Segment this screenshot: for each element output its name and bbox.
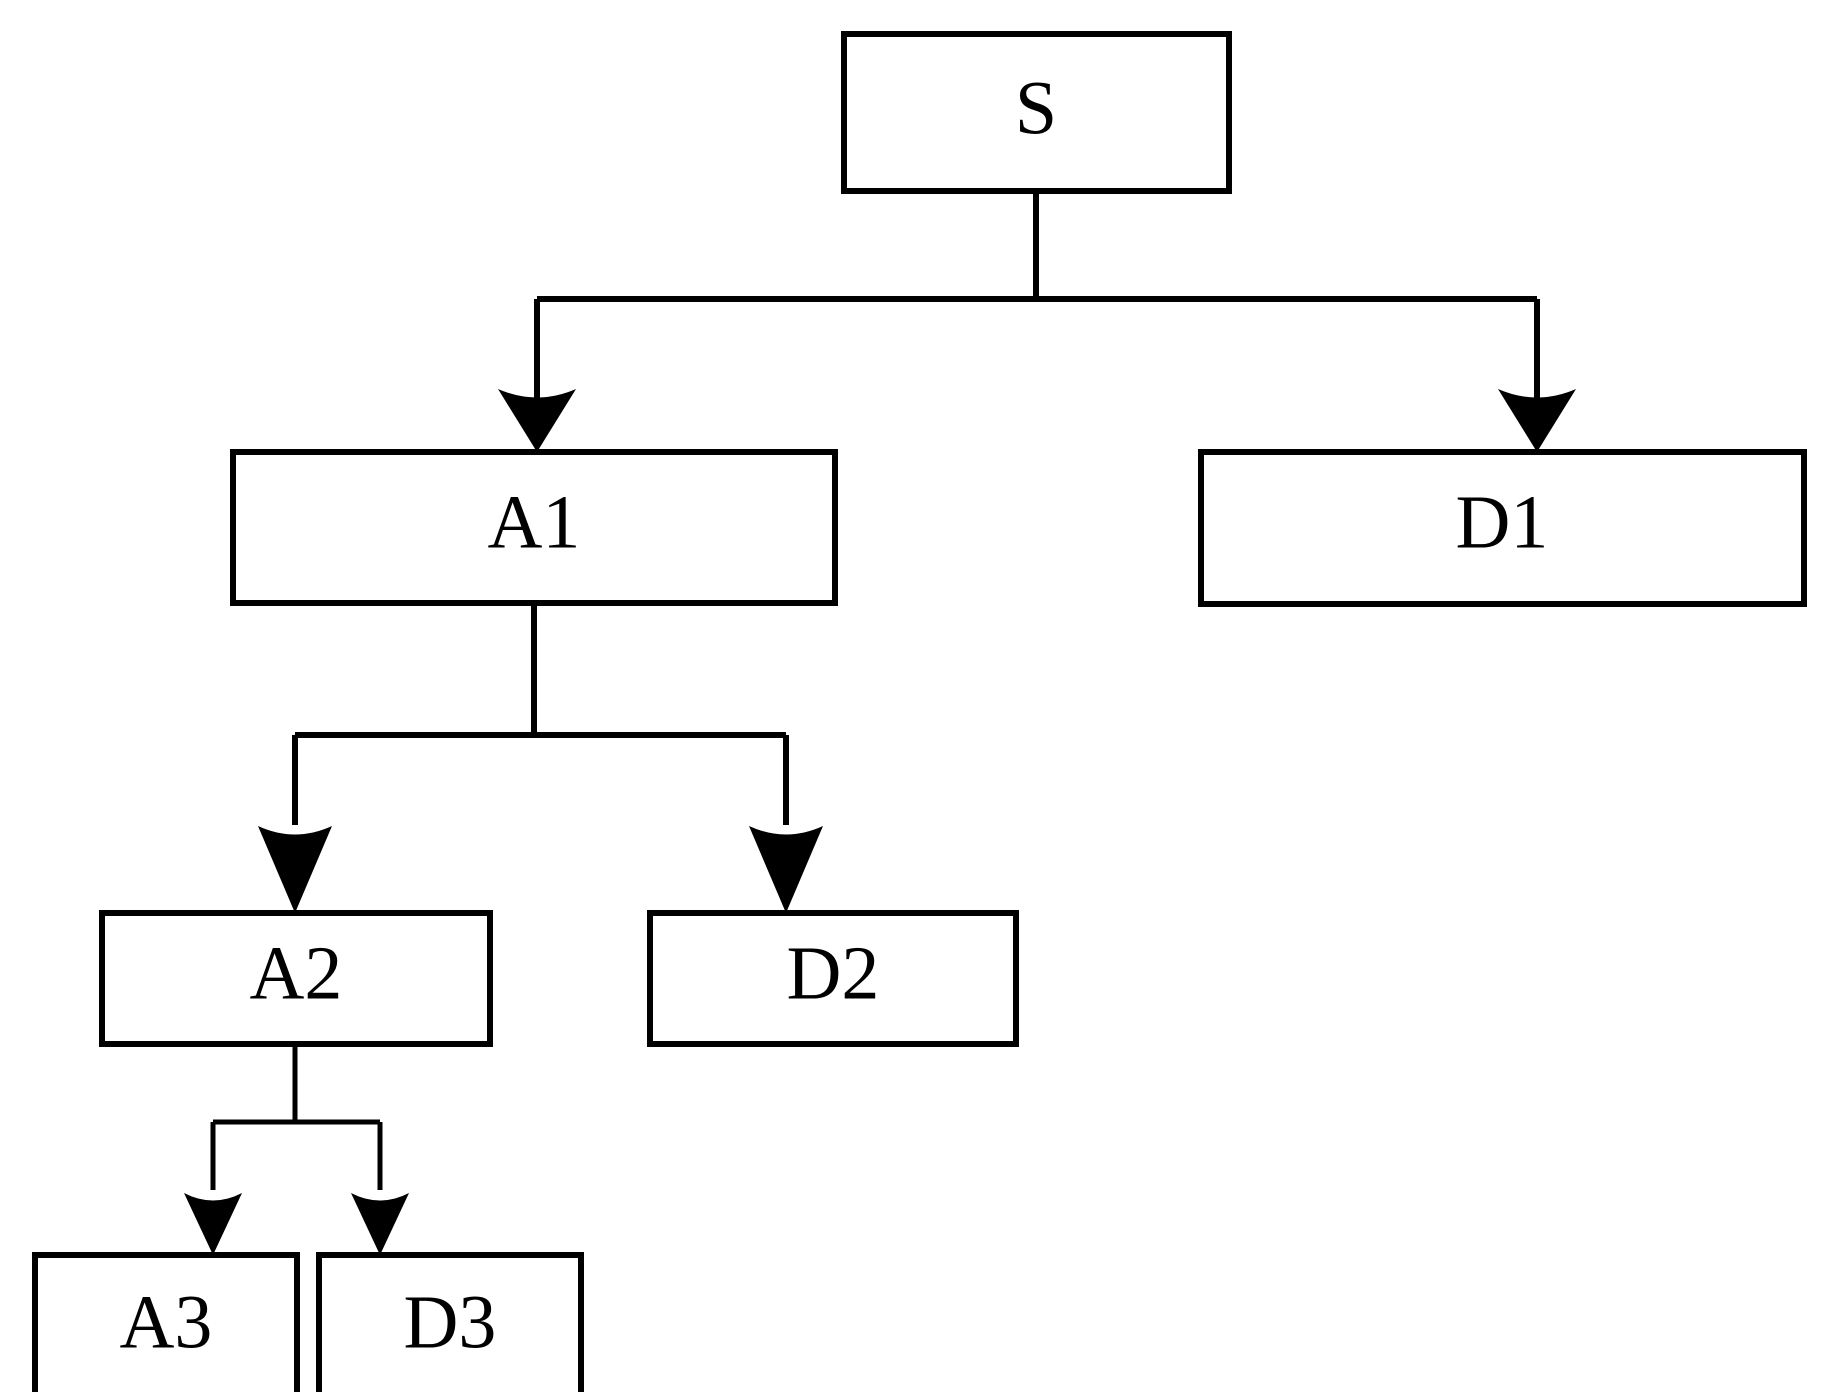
edge-a2-to-a3-d3 — [184, 1044, 409, 1255]
edge-a1-to-a2-d2 — [258, 603, 823, 913]
node-box-a1[interactable] — [230, 449, 838, 606]
node-d3[interactable]: D3 — [316, 1252, 584, 1392]
node-box-a2[interactable] — [99, 910, 493, 1047]
node-label-a2: A2 — [250, 931, 343, 1015]
node-a1[interactable]: A1 — [230, 449, 838, 606]
node-a2[interactable]: A2 — [99, 910, 493, 1047]
arrowhead-a1-a2 — [258, 826, 332, 913]
edge-s-to-a1-d1 — [498, 191, 1576, 452]
node-a3[interactable]: A3 — [32, 1252, 300, 1392]
node-box-d2[interactable] — [647, 910, 1019, 1047]
node-s[interactable]: S — [841, 31, 1232, 194]
node-box-d1[interactable] — [1198, 449, 1807, 607]
node-d1[interactable]: D1 — [1198, 449, 1807, 607]
arrowhead-a2-d3 — [351, 1193, 409, 1255]
node-label-a3: A3 — [120, 1280, 213, 1364]
arrowhead-a2-a3 — [184, 1193, 242, 1255]
node-box-a3[interactable] — [32, 1252, 300, 1392]
node-box-d3[interactable] — [316, 1252, 584, 1392]
node-label-a1: A1 — [488, 480, 581, 564]
node-label-d1: D1 — [1456, 480, 1549, 564]
node-label-d3: D3 — [404, 1280, 497, 1364]
arrowhead-a1-d2 — [749, 826, 823, 913]
arrowhead-s-a1 — [498, 389, 576, 452]
node-label-s: S — [1015, 66, 1057, 150]
node-label-d2: D2 — [787, 931, 880, 1015]
node-box-s[interactable] — [841, 31, 1232, 194]
arrowhead-s-d1 — [1498, 389, 1576, 452]
node-d2[interactable]: D2 — [647, 910, 1019, 1047]
